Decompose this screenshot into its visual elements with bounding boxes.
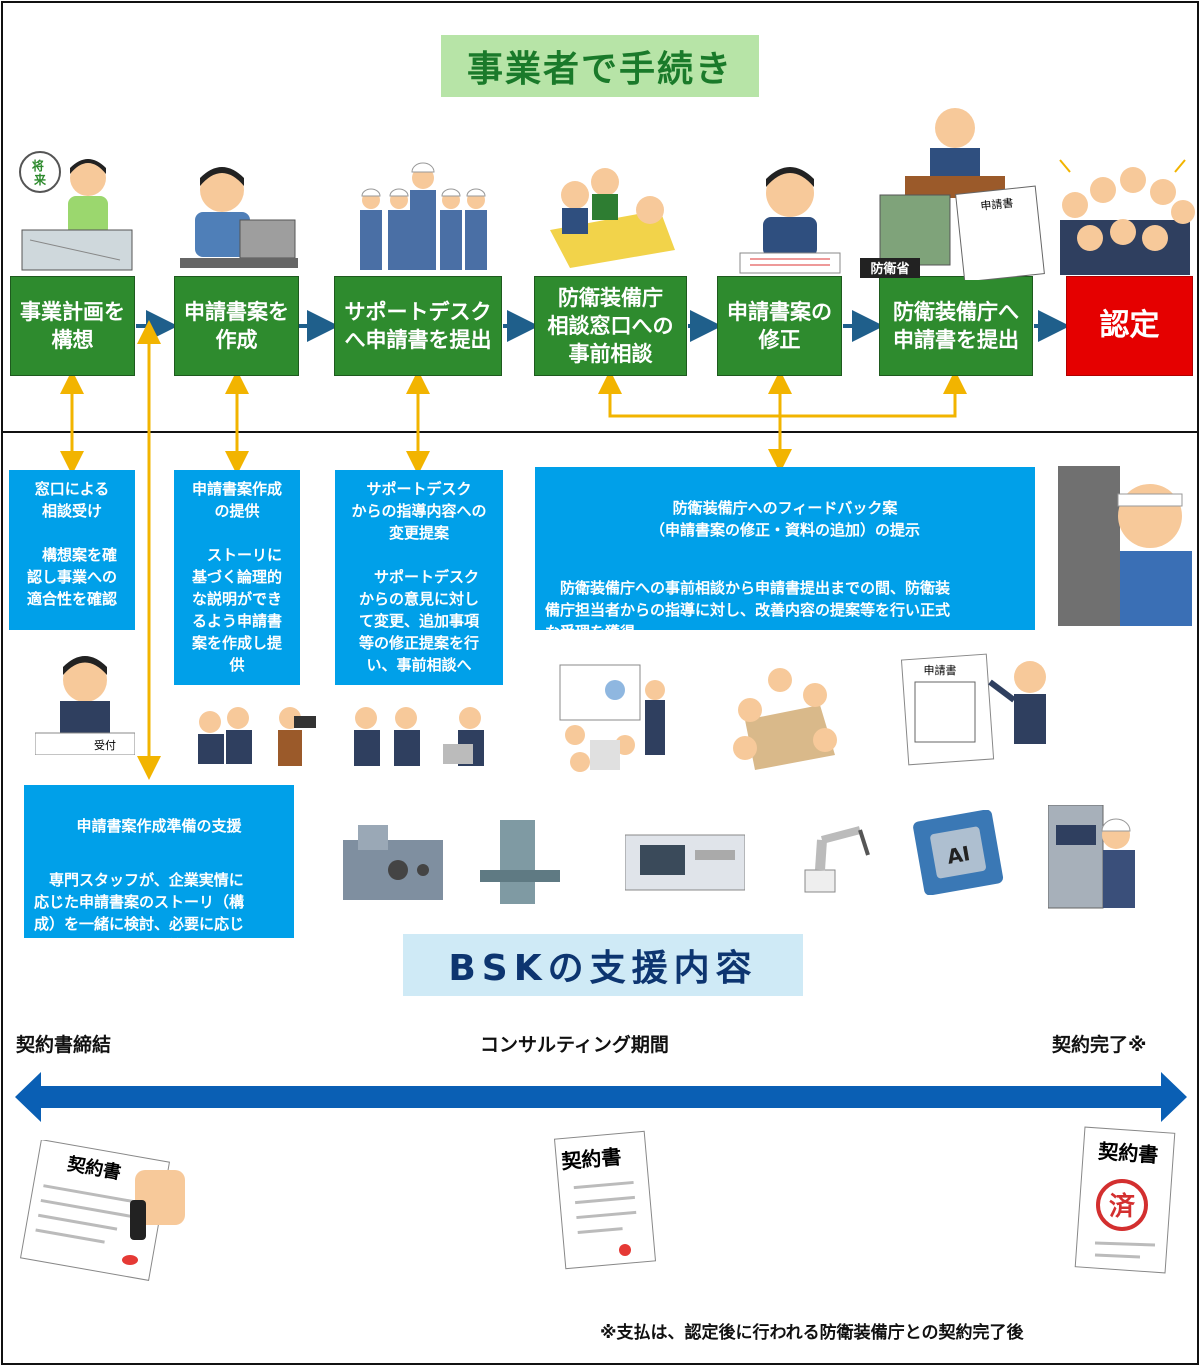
bottom-section-frame	[1, 431, 1199, 1365]
lathe-machine-illustration	[343, 825, 443, 900]
factory-worker-illustration	[1048, 805, 1135, 909]
reception-label: 受付	[94, 739, 116, 752]
procedure-title: 事業者で手続き	[441, 35, 759, 97]
support-connectors	[60, 320, 967, 780]
application-label: 申請書	[980, 195, 1014, 212]
contract-label-right: 契約書	[1097, 1139, 1160, 1167]
peeking-worker-illustration	[1058, 466, 1192, 626]
consulting-period-arrow	[15, 1072, 1187, 1122]
support-box-preparation: 申請書案作成準備の支援 専門スタッフが、企業実情に 応じた申請書案のストーリ（構…	[24, 785, 294, 955]
payment-footnote: ※支払は、認定後に行われる防衛装備庁との契約完了後	[600, 1323, 1024, 1343]
reception-person-illustration: 受付	[35, 656, 135, 755]
support-team-illustration	[360, 162, 487, 270]
connector-feedback-bracket	[598, 370, 967, 418]
step-certification: 認定	[1066, 276, 1193, 376]
drafting-person-illustration	[180, 167, 298, 268]
application-doc-label: 申請書	[924, 663, 957, 677]
application-presenter-illustration: 申請書	[900, 653, 1046, 766]
contract-completed-illustration: 契約書 済	[1074, 1126, 1176, 1274]
step-revise-application: 申請書案の 修正	[717, 276, 842, 376]
contract-signing-illustration: 契約書	[20, 1140, 185, 1281]
support-box-consultation: 窓口による 相談受け 構想案を確 認し事業への 適合性を確認	[9, 470, 135, 630]
timeline-start-label: 契約書締結	[16, 1034, 112, 1056]
future-label: 将 来	[32, 158, 48, 187]
ai-chip-illustration: AI	[913, 810, 1004, 895]
feedback-body: 防衛装備庁への事前相談から申請書提出までの間、防衛装 備庁担当者からの指導に対し…	[545, 579, 951, 641]
robot-arm-illustration	[804, 826, 870, 893]
group-meeting-illustration	[733, 668, 837, 770]
future-label-line: 来	[33, 172, 47, 187]
step-pre-consultation: 防衛装備庁 相談窓口への 事前相談	[534, 276, 687, 376]
step-business-plan: 事業計画を 構想	[10, 276, 135, 376]
contract-document-illustration: 契約書	[553, 1130, 657, 1270]
planning-person-illustration: 将 来	[19, 151, 133, 271]
desk-staff-illustration	[354, 707, 484, 766]
preparation-heading: 申請書案作成準備の支援	[76, 817, 242, 835]
ministry-submission-illustration: 防衛省 申請書	[860, 108, 1045, 280]
step-submit-to-desk: サポートデスク へ申請書を提出	[334, 276, 502, 376]
preparation-body: 専門スタッフが、企業実情に 応じた申請書案のストーリ（構 成）を一緒に検討、必要…	[34, 871, 245, 955]
ai-label: AI	[945, 841, 972, 869]
interview-photo-illustration	[198, 707, 316, 766]
support-box-change-proposal: サポートデスク からの指導内容への 変更提案 サポートデスク からの意見に対し …	[335, 470, 503, 685]
celebration-crowd-illustration	[1059, 159, 1195, 275]
bsk-support-title: BSKの支援内容	[403, 934, 803, 996]
revision-person-illustration	[739, 167, 841, 274]
presentation-illustration	[559, 664, 665, 772]
step-submit-to-agency: 防衛装備庁へ 申請書を提出	[879, 276, 1033, 376]
completed-stamp: 済	[1109, 1191, 1136, 1222]
timeline-middle-label: コンサルティング期間	[480, 1034, 669, 1056]
feedback-heading: 防衛装備庁へのフィードバック案 （申請書案の修正・資料の追加）の提示	[649, 499, 920, 539]
support-box-feedback: 防衛装備庁へのフィードバック案 （申請書案の修正・資料の追加）の提示 防衛装備庁…	[535, 467, 1035, 641]
consultation-meeting-illustration	[550, 168, 675, 268]
support-box-draft-provision: 申請書案作成 の提供 ストーリに 基づく論理的 な説明ができ るよう申請書 案を…	[174, 470, 300, 685]
ministry-label: 防衛省	[870, 261, 909, 277]
milling-machine-illustration	[480, 820, 560, 904]
injection-molding-illustration	[625, 834, 745, 891]
timeline-end-label: 契約完了※	[1052, 1034, 1147, 1056]
contract-label-middle: 契約書	[559, 1144, 622, 1173]
step-draft-application: 申請書案を 作成	[174, 276, 299, 376]
